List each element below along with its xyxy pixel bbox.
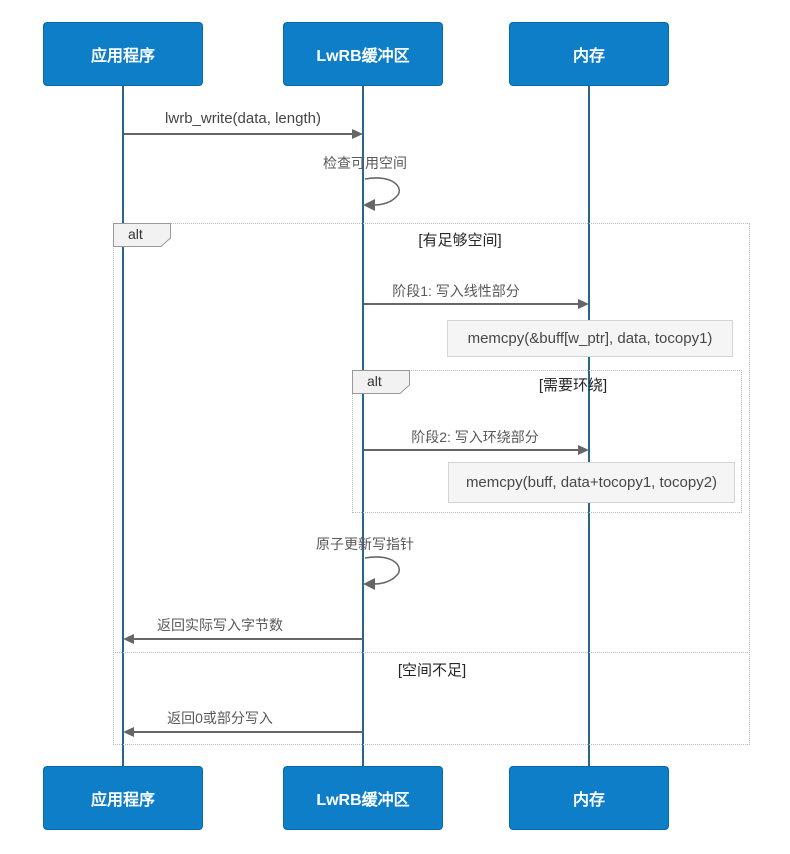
actor-lwrb-buffer-bottom: LwRB缓冲区 xyxy=(283,766,443,830)
lifeline-memory xyxy=(588,86,590,766)
self-loop-icon xyxy=(363,556,400,590)
message-return-written-label: 返回实际写入字节数 xyxy=(157,617,283,633)
alt-frame-outer-tab xyxy=(113,223,171,247)
alt-frame-inner xyxy=(352,370,742,513)
actor-memory-bottom: 内存 xyxy=(509,766,669,830)
actor-application-bottom: 应用程序 xyxy=(43,766,203,830)
arrowhead-right-icon xyxy=(352,129,363,139)
message-phase2-label: 阶段2: 写入环绕部分 xyxy=(411,429,539,445)
message-write-call-line xyxy=(124,133,352,135)
message-phase1-label: 阶段1: 写入线性部分 xyxy=(392,283,520,299)
message-write-call-label: lwrb_write(data, length) xyxy=(165,110,321,127)
self-loop-icon xyxy=(363,177,400,211)
message-atomic-update-label: 原子更新写指针 xyxy=(316,536,414,552)
arrowhead-left-icon xyxy=(123,727,134,737)
message-phase1-line xyxy=(364,303,578,305)
message-return-written-line xyxy=(134,638,363,640)
condition-enough-space: [有足够空间] xyxy=(418,232,502,249)
lifeline-application xyxy=(122,86,124,766)
alt-frame-inner-tab xyxy=(352,370,410,394)
actor-lwrb-buffer-top: LwRB缓冲区 xyxy=(283,22,443,86)
alt-frame-inner-label: alt xyxy=(367,373,382,389)
alt-frame-outer-label: alt xyxy=(128,226,143,242)
condition-wrap-needed: [需要环绕] xyxy=(538,377,608,394)
message-return-partial-line xyxy=(134,731,363,733)
note-memcpy-wrap: memcpy(buff, data+tocopy1, tocopy2) xyxy=(448,462,735,503)
message-return-partial-label: 返回0或部分写入 xyxy=(167,710,273,726)
actor-application-top: 应用程序 xyxy=(43,22,203,86)
alt-else-divider xyxy=(113,652,750,653)
alt-frame-outer xyxy=(113,223,750,745)
arrowhead-right-icon xyxy=(578,299,589,309)
lifeline-lwrb-buffer xyxy=(362,86,364,766)
message-phase2-line xyxy=(364,449,578,451)
arrowhead-right-icon xyxy=(578,445,589,455)
actor-memory-top: 内存 xyxy=(509,22,669,86)
arrowhead-left-icon xyxy=(123,634,134,644)
note-memcpy-linear: memcpy(&buff[w_ptr], data, tocopy1) xyxy=(447,320,733,357)
condition-not-enough-space: [空间不足] xyxy=(397,662,467,679)
message-check-space-label: 检查可用空间 xyxy=(323,155,407,171)
